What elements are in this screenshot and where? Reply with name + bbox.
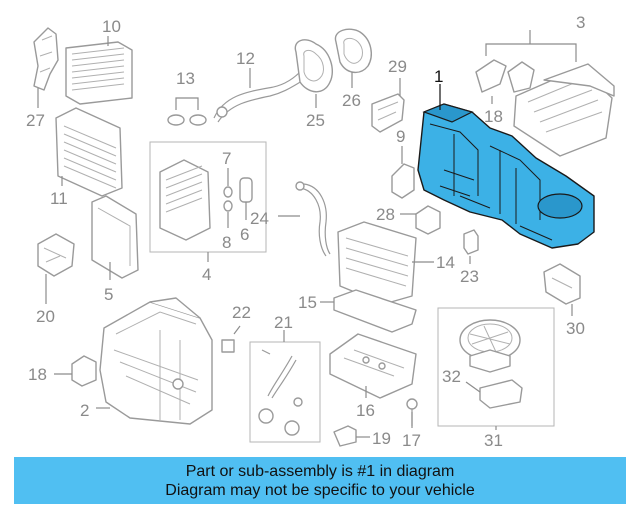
callout-26: 26 xyxy=(342,91,361,110)
banner-line-1: Part or sub-assembly is #1 in diagram xyxy=(185,462,455,480)
part-23-bolt xyxy=(463,229,479,264)
part-9-sensor xyxy=(391,146,415,199)
callout-29: 29 xyxy=(388,57,407,76)
part-25-gasket xyxy=(294,39,334,108)
part-1-evaporator-housing xyxy=(417,84,595,249)
part-27-bracket xyxy=(33,27,59,108)
info-banner: Part or sub-assembly is #1 in diagram Di… xyxy=(14,457,626,504)
callout-10: 10 xyxy=(102,17,121,36)
callout-19: 19 xyxy=(372,429,391,448)
callout-3: 3 xyxy=(576,13,585,32)
callout-23: 23 xyxy=(460,267,479,286)
part-11-heater-core xyxy=(55,107,123,197)
callout-labels: 1 2 3 4 5 6 7 8 9 10 11 12 13 14 15 16 1… xyxy=(26,13,585,450)
part-4-box xyxy=(149,141,267,262)
part-21-box xyxy=(249,330,321,443)
callout-27: 27 xyxy=(26,111,45,130)
part-20-module xyxy=(37,233,75,304)
part-28-actuator xyxy=(400,205,441,235)
callout-5: 5 xyxy=(104,285,113,304)
part-3-upper-housing xyxy=(475,30,615,157)
callout-16: 16 xyxy=(356,401,375,420)
callout-25: 25 xyxy=(306,111,325,130)
callout-28: 28 xyxy=(376,205,395,224)
callout-32: 32 xyxy=(442,367,461,386)
part-26-seal xyxy=(334,28,372,88)
callout-18-right: 18 xyxy=(484,107,503,126)
part-30-bracket xyxy=(543,263,581,316)
callout-6: 6 xyxy=(240,225,249,244)
part-12-ac-lines xyxy=(213,68,305,123)
callout-18-left: 18 xyxy=(28,365,47,384)
part-13-o-rings xyxy=(167,97,207,126)
callout-12: 12 xyxy=(236,49,255,68)
parts-diagram: 1 2 3 4 5 6 7 8 9 10 11 12 13 14 15 16 1… xyxy=(26,13,615,450)
part-16-tray xyxy=(329,333,417,399)
part-19-connector xyxy=(333,425,370,447)
callout-22: 22 xyxy=(232,303,251,322)
part-31-blower-box xyxy=(437,307,555,430)
callout-9: 9 xyxy=(396,127,405,146)
part-5-cabin-filter xyxy=(91,195,139,280)
banner-line-2: Diagram may not be specific to your vehi… xyxy=(165,481,475,499)
part-14-cabin-filter xyxy=(337,221,434,305)
part-18-actuator-left xyxy=(54,355,97,387)
callout-2: 2 xyxy=(80,401,89,420)
callout-1: 1 xyxy=(434,67,443,86)
callout-13: 13 xyxy=(176,69,195,88)
part-15-filter-cover xyxy=(320,289,417,333)
part-2-lower-housing xyxy=(96,297,213,425)
callout-14: 14 xyxy=(436,253,455,272)
part-24-drain-tube xyxy=(278,181,331,257)
callout-17: 17 xyxy=(402,431,421,450)
callout-24: 24 xyxy=(250,209,269,228)
callout-15: 15 xyxy=(298,293,317,312)
callout-31: 31 xyxy=(484,431,503,450)
callout-11: 11 xyxy=(50,189,68,208)
callout-4: 4 xyxy=(202,265,211,284)
callout-20: 20 xyxy=(36,307,55,326)
part-10-filter xyxy=(65,36,133,105)
callout-7: 7 xyxy=(222,149,231,168)
callout-8: 8 xyxy=(222,233,231,252)
part-29-bracket xyxy=(371,78,405,133)
part-17-bolt xyxy=(406,398,418,428)
callout-30: 30 xyxy=(566,319,585,338)
callout-21: 21 xyxy=(274,313,293,332)
part-22-sensor xyxy=(221,325,241,353)
